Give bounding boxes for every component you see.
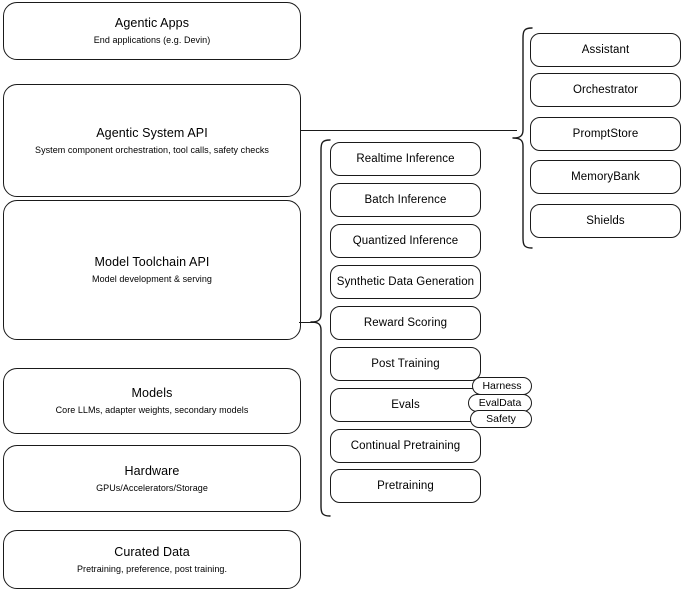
node-label: Realtime Inference [356, 152, 455, 165]
layer-title: Hardware [124, 463, 180, 478]
layer-subtitle: System component orchestration, tool cal… [35, 144, 269, 155]
layer-box-agentic-apps[interactable]: Agentic Apps End applications (e.g. Devi… [3, 2, 301, 60]
node-label: Post Training [371, 357, 440, 370]
layer-title: Agentic System API [96, 125, 208, 140]
layer-box-agentic-system-api[interactable]: Agentic System API System component orch… [3, 84, 301, 197]
layer-subtitle: End applications (e.g. Devin) [93, 35, 211, 45]
layer-subtitle: Model development & serving [92, 274, 212, 284]
layer-subtitle: Pretraining, preference, post training. [76, 563, 228, 574]
node-label: Assistant [581, 43, 630, 56]
toolchain-node-reward-scoring[interactable]: Reward Scoring [330, 306, 481, 340]
node-label: Evals [391, 398, 420, 411]
toolchain-node-quantized-inference[interactable]: Quantized Inference [330, 224, 481, 258]
evals-pill-harness[interactable]: Harness [472, 377, 532, 395]
layer-subtitle: Core LLMs, adapter weights, secondary mo… [55, 405, 249, 415]
node-label: Shields [586, 214, 625, 227]
layer-box-models[interactable]: Models Core LLMs, adapter weights, secon… [3, 368, 301, 434]
toolchain-node-pretraining[interactable]: Pretraining [330, 469, 481, 503]
layer-title: Agentic Apps [114, 16, 190, 30]
layer-box-hardware[interactable]: Hardware GPUs/Accelerators/Storage [3, 445, 301, 512]
system-node-shields[interactable]: Shields [530, 204, 681, 238]
system-node-memorybank[interactable]: MemoryBank [530, 160, 681, 194]
toolchain-node-evals[interactable]: Evals [330, 388, 481, 422]
node-label: MemoryBank [571, 170, 640, 183]
layer-title: Models [131, 386, 173, 400]
toolchain-node-synthetic-data-generation[interactable]: Synthetic Data Generation [330, 265, 481, 299]
layer-box-curated-data[interactable]: Curated Data Pretraining, preference, po… [3, 530, 301, 589]
node-label: PromptStore [572, 127, 639, 140]
system-node-orchestrator[interactable]: Orchestrator [530, 73, 681, 107]
layer-title: Curated Data [114, 544, 190, 559]
toolchain-node-batch-inference[interactable]: Batch Inference [330, 183, 481, 217]
layer-subtitle: GPUs/Accelerators/Storage [96, 482, 208, 493]
node-label: Continual Pretraining [350, 439, 461, 452]
bracket-agentic-system-components [512, 27, 533, 249]
toolchain-node-continual-pretraining[interactable]: Continual Pretraining [330, 429, 481, 463]
evals-pill-safety[interactable]: Safety [470, 410, 532, 428]
layer-title: Model Toolchain API [94, 255, 210, 269]
node-label: Batch Inference [364, 193, 447, 206]
toolchain-node-realtime-inference[interactable]: Realtime Inference [330, 142, 481, 176]
toolchain-node-post-training[interactable]: Post Training [330, 347, 481, 381]
layer-box-model-toolchain-api[interactable]: Model Toolchain API Model development & … [3, 200, 301, 340]
bracket-model-toolchain-components [310, 139, 331, 517]
node-label: Pretraining [377, 479, 434, 492]
node-label: Reward Scoring [363, 316, 448, 329]
connector-agentic-system-api-to-components [301, 130, 517, 131]
system-node-assistant[interactable]: Assistant [530, 33, 681, 67]
node-label: Orchestrator [572, 83, 639, 96]
connector-model-toolchain-api-to-components [299, 322, 314, 323]
node-label: Quantized Inference [352, 234, 459, 247]
evals-pill-evaldata[interactable]: EvalData [468, 394, 532, 412]
system-node-promptstore[interactable]: PromptStore [530, 117, 681, 151]
node-label: Synthetic Data Generation [336, 275, 475, 288]
